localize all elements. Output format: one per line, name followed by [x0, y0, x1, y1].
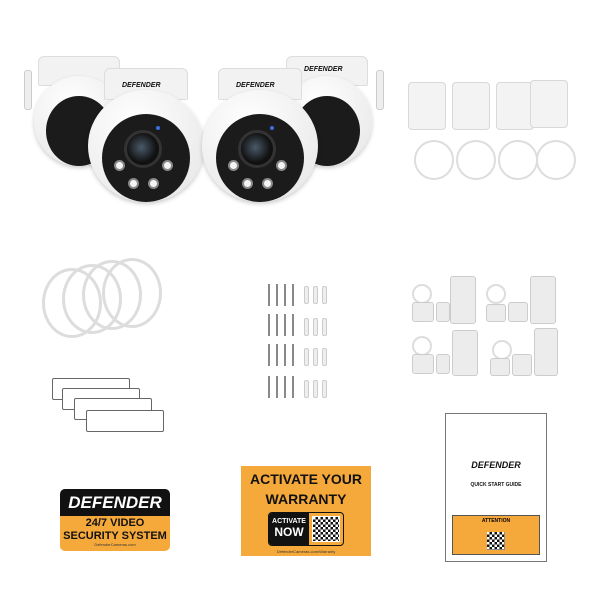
guide-brand: DEFENDER — [471, 460, 521, 470]
sticker-brand: DEFENDER — [60, 489, 170, 516]
camera-lens — [124, 130, 162, 168]
qr-code — [487, 532, 505, 550]
antenna — [24, 70, 32, 110]
guide-title: QUICK START GUIDE — [470, 482, 522, 488]
sticker-line2: SECURITY SYSTEM — [63, 530, 167, 542]
sticker-line1: 24/7 VIDEO — [85, 517, 145, 529]
camera-logo: DEFENDER — [122, 82, 161, 89]
sticker-url: DefenderCameras.com — [94, 542, 136, 547]
attention-label: ATTENTION — [481, 518, 511, 524]
quick-start-guide: DEFENDER QUICK START GUIDE ATTENTION — [445, 413, 547, 562]
attention-box: ATTENTION — [452, 515, 540, 555]
warranty-url: DefenderCameras.com/Warranty — [276, 549, 336, 554]
warranty-title-2: WARRANTY — [265, 491, 347, 507]
now-label: NOW — [274, 525, 304, 539]
security-sticker: DEFENDER 24/7 VIDEO SECURITY SYSTEM Defe… — [60, 489, 170, 551]
camera-lens — [238, 130, 276, 168]
warranty-title-1: ACTIVATE YOUR — [249, 471, 362, 487]
camera-logo: DEFENDER — [236, 82, 275, 89]
activate-label: ACTIVATE — [272, 518, 306, 525]
camera-logo: DEFENDER — [304, 66, 343, 73]
antenna — [376, 70, 384, 110]
qr-code — [312, 516, 340, 542]
